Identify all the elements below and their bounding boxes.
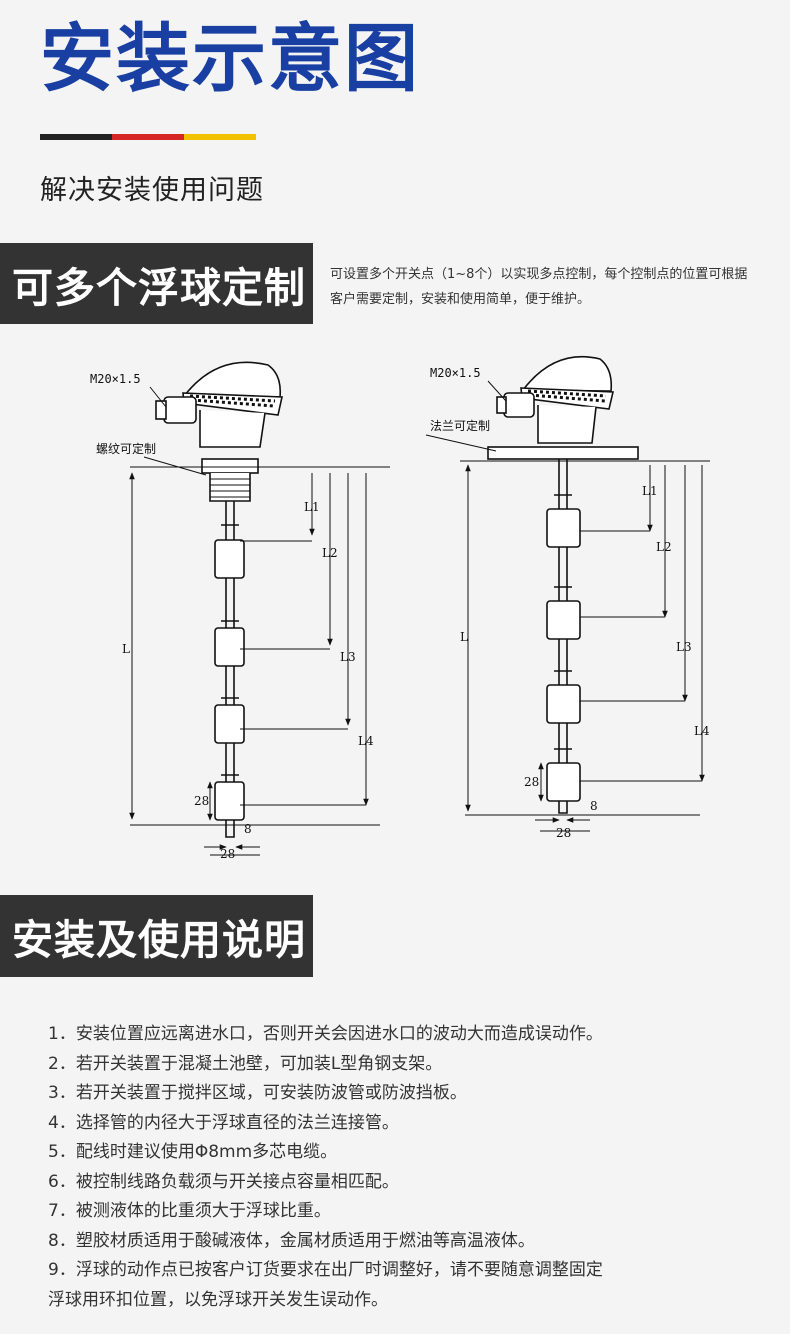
right-thread-label: M20×1.5: [430, 366, 481, 380]
list-item: 8．塑胶材质适用于酸碱液体，金属材质适用于燃油等高温液体。: [48, 1230, 535, 1251]
title-stripe-black: [40, 134, 112, 140]
title-stripe-yellow: [184, 134, 256, 140]
right-dim-8: 8: [590, 799, 598, 813]
right-dim-28-width: 28: [556, 826, 571, 840]
left-dim-l3: L3: [340, 650, 356, 664]
left-dim-28-width: 28: [220, 847, 235, 861]
list-item: 3．若开关装置于搅拌区域，可安装防波管或防波挡板。: [48, 1083, 467, 1103]
left-mount-label: 螺纹可定制: [96, 441, 156, 456]
right-dim-l3: L3: [676, 640, 692, 654]
right-dim-l2: L2: [656, 540, 672, 554]
threaded-float-switch: [155, 361, 283, 838]
right-dim-l1: L1: [642, 484, 658, 498]
left-dim-l4: L4: [358, 734, 374, 748]
left-dim-l1: L1: [304, 500, 320, 514]
right-mount-label: 法兰可定制: [430, 418, 490, 433]
section-heading: 安装及使用说明: [12, 916, 306, 964]
section-note: 可设置多个开关点（1~8个）以实现多点控制，每个控制点的位置可根据客户需要定制，…: [330, 267, 748, 307]
flanged-float-switch: [487, 355, 639, 814]
left-dim-28-height: 28: [194, 794, 209, 808]
right-dim-28-height: 28: [524, 775, 539, 789]
section-banner-instructions: 安装及使用说明: [0, 895, 313, 977]
list-item: 浮球用环扣位置，以免浮球开关发生误动作。: [48, 1289, 388, 1310]
list-item: 6．被控制线路负载须与开关接点容量相匹配。: [48, 1171, 399, 1192]
right-dimensions: [460, 460, 710, 832]
left-thread-label: M20×1.5: [90, 372, 141, 386]
list-item: 1．安装位置应远离进水口，否则开关会因进水口的波动大而造成误动作。: [48, 1024, 603, 1044]
left-dimensions: [129, 466, 390, 856]
list-item: 9．浮球的动作点已按客户订货要求在出厂时调整好，请不要随意调整固定: [48, 1260, 603, 1280]
list-item: 4．选择管的内径大于浮球直径的法兰连接管。: [48, 1112, 399, 1133]
left-dim-8: 8: [244, 822, 252, 836]
section-heading: 可多个浮球定制: [12, 263, 306, 312]
left-dim-l2: L2: [322, 546, 338, 560]
left-dim-l: L: [122, 642, 130, 656]
title-stripe-red: [112, 134, 184, 140]
right-dim-l4: L4: [694, 724, 710, 738]
list-item: 7．被测液体的比重须大于浮球比重。: [48, 1201, 331, 1221]
installation-diagram: M20×1.5 螺纹可定制 L1 L2 L3 L4 L 28 8 28: [90, 355, 710, 861]
section-banner-floats: 可多个浮球定制: [0, 243, 313, 324]
page-subtitle: 解决安装使用问题: [40, 175, 264, 206]
page-title: 安装示意图: [40, 16, 420, 102]
instruction-list: 1．安装位置应远离进水口，否则开关会因进水口的波动大而造成误动作。 2．若开关装…: [48, 1020, 758, 1315]
right-dim-l: L: [460, 630, 468, 644]
list-item: 5．配线时建议使用Φ8mm多芯电缆。: [48, 1142, 338, 1162]
list-item: 2．若开关装置于混凝土池壁，可加装L型角钢支架。: [48, 1053, 443, 1074]
